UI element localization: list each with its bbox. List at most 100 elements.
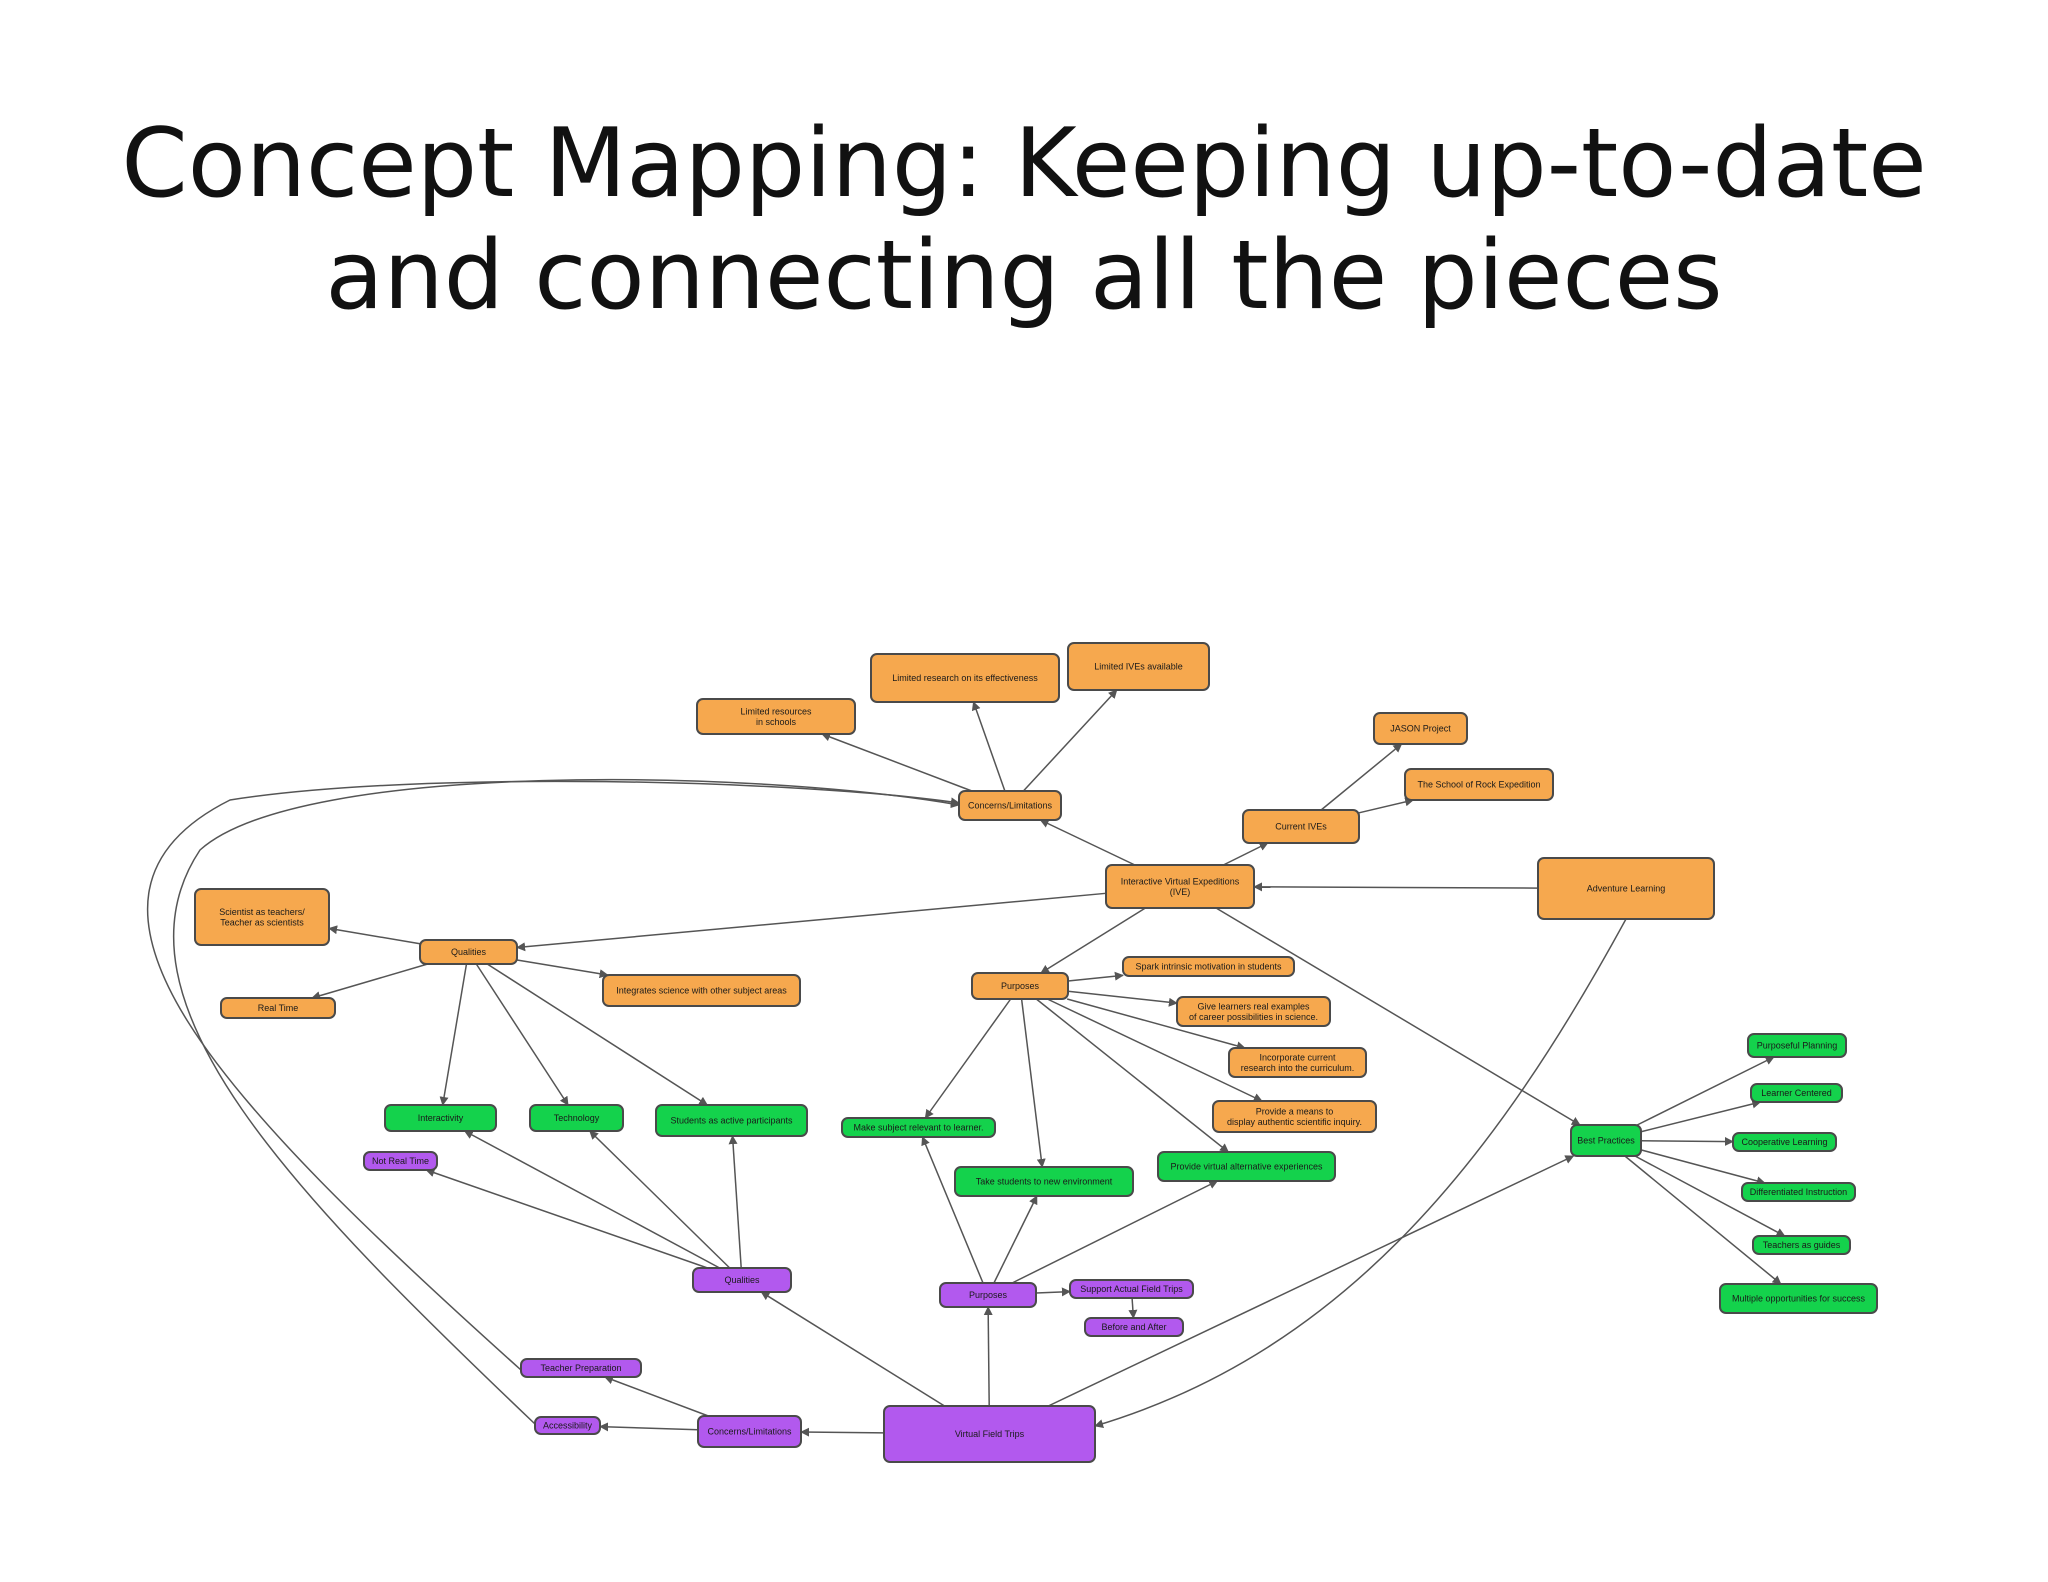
node-box bbox=[696, 698, 856, 735]
edge-purposes_p-to-support_trips bbox=[1035, 1287, 1071, 1297]
node-label: Before and After bbox=[1101, 1322, 1166, 1332]
edge-best_practices-to-learner_centered bbox=[1640, 1099, 1762, 1133]
node-best-practices: Best Practices bbox=[1570, 1124, 1642, 1157]
edge-ive-to-best_practices bbox=[1215, 907, 1581, 1126]
edge-purposes_p-to-provide_virtual bbox=[1011, 1180, 1219, 1284]
node-box bbox=[1069, 1279, 1194, 1299]
edge-purposes_o-to-take_students bbox=[1020, 998, 1046, 1168]
node-box bbox=[529, 1104, 624, 1132]
node-box bbox=[1747, 1033, 1847, 1058]
node-label: Give learners real examples bbox=[1197, 1001, 1310, 1011]
node-label: Differentiated Instruction bbox=[1750, 1187, 1847, 1197]
edge-concerns_o-to-lim_ives bbox=[1022, 689, 1118, 792]
edge-purposes_o-to-provide_means bbox=[1047, 998, 1263, 1102]
node-box bbox=[1084, 1317, 1184, 1337]
edge-qualities_o-to-real_time bbox=[311, 963, 428, 1001]
node-box bbox=[883, 1405, 1096, 1463]
edge-qualities_o-to-technology bbox=[475, 963, 569, 1106]
node-box bbox=[954, 1166, 1134, 1197]
edge-qualities_o-to-integrates bbox=[516, 959, 609, 979]
edge-purposes_o-to-career bbox=[1067, 990, 1178, 1007]
node-take-students: Take students to new environment bbox=[954, 1166, 1134, 1197]
edge-vft-to-best_practices bbox=[1047, 1155, 1575, 1407]
node-label: Multiple opportunities for success bbox=[1732, 1294, 1866, 1304]
node-purposes-o: Purposes bbox=[971, 972, 1069, 1000]
edge-current_ives-to-jason bbox=[1320, 743, 1403, 811]
node-lim-ives: Limited IVEs available bbox=[1067, 642, 1210, 691]
node-label: Integrates science with other subject ar… bbox=[616, 986, 787, 996]
node-scientist: Scientist as teachers/Teacher as scienti… bbox=[194, 888, 330, 946]
node-box bbox=[697, 1415, 802, 1448]
node-label: Not Real Time bbox=[372, 1156, 429, 1166]
node-box bbox=[194, 888, 330, 946]
node-box bbox=[1750, 1083, 1843, 1103]
node-qualities-p: Qualities bbox=[692, 1267, 792, 1293]
edge-teacher_prep-to-concerns_o bbox=[146, 780, 960, 1371]
edge-ive-to-concerns_o bbox=[1039, 819, 1136, 866]
edge-vft-to-purposes_p bbox=[983, 1306, 993, 1407]
node-label: Take students to new environment bbox=[976, 1177, 1113, 1187]
node-box bbox=[841, 1117, 996, 1138]
node-box bbox=[1228, 1047, 1367, 1078]
node-label: Students as active participants bbox=[670, 1116, 793, 1126]
node-box bbox=[655, 1104, 808, 1137]
node-label: (IVE) bbox=[1170, 887, 1191, 897]
node-box bbox=[1404, 768, 1554, 801]
edge-adventure-to-vft bbox=[1094, 918, 1627, 1428]
node-box bbox=[958, 790, 1062, 821]
node-label: Make subject relevant to learner. bbox=[853, 1123, 983, 1133]
node-jason: JASON Project bbox=[1373, 712, 1468, 745]
node-differentiated: Differentiated Instruction bbox=[1741, 1182, 1856, 1202]
edge-best_practices-to-guides bbox=[1634, 1155, 1786, 1237]
node-qualities-o: Qualities bbox=[419, 939, 518, 965]
node-before-after: Before and After bbox=[1084, 1317, 1184, 1337]
node-label: Adventure Learning bbox=[1587, 884, 1666, 894]
node-label: JASON Project bbox=[1390, 724, 1451, 734]
node-box bbox=[1067, 642, 1210, 691]
edge-concerns_p-to-teacher_prep bbox=[604, 1375, 709, 1417]
node-provide-virtual: Provide virtual alternative experiences bbox=[1157, 1151, 1336, 1182]
node-layer: Limited research on its effectiveness Lim… bbox=[194, 642, 1878, 1463]
edge-best_practices-to-purposeful bbox=[1636, 1056, 1775, 1126]
edge-purposes_p-to-take_students bbox=[993, 1195, 1038, 1284]
node-label: Scientist as teachers/ bbox=[219, 907, 305, 917]
edge-purposes_o-to-provide_virtual bbox=[1035, 998, 1230, 1153]
node-box bbox=[1741, 1182, 1856, 1202]
node-accessibility: Accessibility bbox=[534, 1416, 601, 1435]
edge-current_ives-to-rock bbox=[1358, 797, 1415, 814]
edge-ive-to-qualities_o bbox=[516, 892, 1107, 952]
node-box bbox=[1752, 1235, 1851, 1255]
node-purposeful: Purposeful Planning bbox=[1747, 1033, 1847, 1058]
node-box bbox=[1242, 809, 1360, 844]
node-label: Teacher Preparation bbox=[540, 1363, 621, 1373]
node-box bbox=[1122, 956, 1295, 977]
node-box bbox=[1373, 712, 1468, 745]
node-label: Provide virtual alternative experiences bbox=[1170, 1162, 1323, 1172]
node-label: Real Time bbox=[258, 1003, 299, 1013]
node-box bbox=[1157, 1151, 1336, 1182]
node-label: Purposes bbox=[1001, 981, 1040, 991]
node-integrates: Integrates science with other subject ar… bbox=[602, 974, 801, 1007]
node-label: Limited research on its effectiveness bbox=[892, 673, 1038, 683]
edge-ive-to-current_ives bbox=[1223, 842, 1269, 866]
edge-vft-to-concerns_p bbox=[800, 1427, 885, 1437]
slide-title: Concept Mapping: Keeping up-to-date and … bbox=[0, 108, 2048, 332]
node-box bbox=[971, 972, 1069, 1000]
node-label: Concerns/Limitations bbox=[968, 801, 1053, 811]
node-label: Current IVEs bbox=[1275, 822, 1327, 832]
edge-concerns_o-to-lim_resources bbox=[821, 732, 973, 792]
edge-concerns_p-to-accessibility bbox=[599, 1422, 699, 1432]
node-box bbox=[384, 1104, 497, 1132]
node-box bbox=[363, 1151, 438, 1171]
node-label: The School of Rock Expedition bbox=[1417, 780, 1540, 790]
node-label: Qualities bbox=[724, 1275, 760, 1285]
node-multiple: Multiple opportunities for success bbox=[1719, 1283, 1878, 1314]
node-cooperative: Cooperative Learning bbox=[1732, 1132, 1837, 1152]
node-real-time: Real Time bbox=[220, 997, 336, 1019]
edge-best_practices-to-cooperative bbox=[1640, 1137, 1734, 1147]
node-vft: Virtual Field Trips bbox=[883, 1405, 1096, 1463]
node-box bbox=[1537, 857, 1715, 920]
